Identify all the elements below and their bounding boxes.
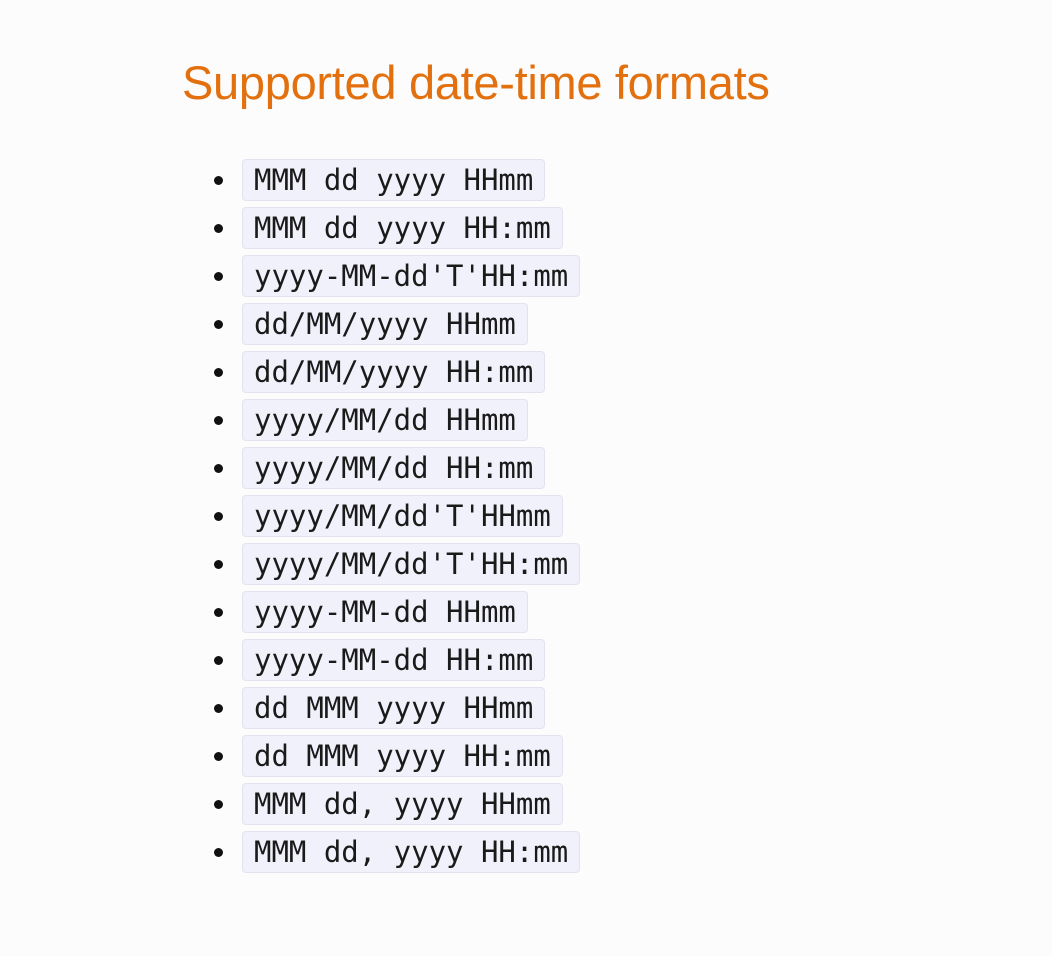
format-code: yyyy-MM-dd HH:mm: [242, 639, 546, 681]
format-code: MMM dd yyyy HH:mm: [242, 207, 563, 249]
bullet-icon: [214, 224, 223, 233]
format-code: MMM dd yyyy HHmm: [242, 159, 546, 201]
bullet-icon: [214, 368, 223, 377]
bullet-icon: [214, 512, 223, 521]
format-code: yyyy-MM-dd'T'HH:mm: [242, 255, 581, 297]
format-code: yyyy/MM/dd'T'HH:mm: [242, 543, 581, 585]
bullet-icon: [214, 800, 223, 809]
bullet-icon: [214, 608, 223, 617]
format-code: dd/MM/yyyy HH:mm: [242, 351, 546, 393]
format-code: yyyy/MM/dd'T'HHmm: [242, 495, 563, 537]
document-content: Supported date-time formats MMM dd yyyy …: [182, 52, 1012, 873]
bullet-icon: [214, 272, 223, 281]
format-code: yyyy/MM/dd HH:mm: [242, 447, 546, 489]
bullet-icon: [214, 464, 223, 473]
format-code: dd MMM yyyy HHmm: [242, 687, 546, 729]
bullet-icon: [214, 848, 223, 857]
format-code: MMM dd, yyyy HHmm: [242, 783, 563, 825]
bullet-icon: [214, 704, 223, 713]
format-code: yyyy-MM-dd HHmm: [242, 591, 528, 633]
format-code: yyyy/MM/dd HHmm: [242, 399, 528, 441]
bullet-icon: [214, 560, 223, 569]
bullet-icon: [214, 656, 223, 665]
bullet-icon: [214, 752, 223, 761]
bullet-icon: [214, 176, 223, 185]
page-title: Supported date-time formats: [182, 56, 770, 109]
format-code: MMM dd, yyyy HH:mm: [242, 831, 581, 873]
format-code: dd MMM yyyy HH:mm: [242, 735, 563, 777]
format-code: dd/MM/yyyy HHmm: [242, 303, 528, 345]
bullet-icon: [214, 416, 223, 425]
bullet-icon: [214, 320, 223, 329]
